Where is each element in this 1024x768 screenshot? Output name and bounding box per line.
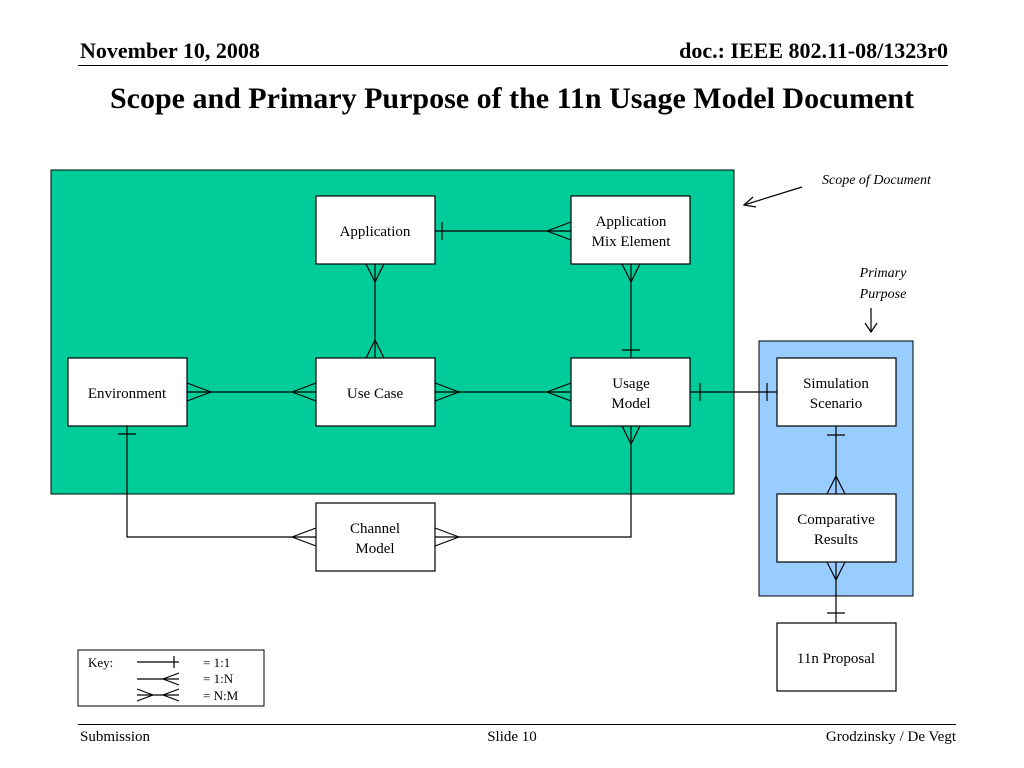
many-crowsfoot xyxy=(365,263,385,283)
proposal-label: 11n Proposal xyxy=(797,651,875,667)
key-many-to-many-text: = N:M xyxy=(203,688,239,703)
simulation-scenario-label-1: Simulation xyxy=(803,376,869,392)
key-one-to-many-text: = 1:N xyxy=(203,671,234,686)
usage-model-box xyxy=(570,357,691,427)
footer-submission: Submission xyxy=(80,729,151,745)
channel-model-box xyxy=(315,502,436,572)
link-environment-channel xyxy=(126,426,316,538)
entity-labels: Application Application Mix Element Envi… xyxy=(88,214,875,667)
many-crowsfoot xyxy=(826,561,846,581)
key-symbols xyxy=(136,656,180,702)
many-crowsfoot xyxy=(434,527,460,547)
many-crowsfoot xyxy=(621,263,641,283)
channel-model-label-2: Model xyxy=(355,541,394,557)
entity-boxes xyxy=(67,195,897,692)
many-crowsfoot xyxy=(826,475,846,495)
proposal-box xyxy=(776,622,897,692)
many-crowsfoot xyxy=(546,221,572,241)
use-case-label: Use Case xyxy=(347,386,404,402)
comparative-results-box xyxy=(776,493,897,563)
header-divider xyxy=(78,65,948,66)
link-usagemodel-channel xyxy=(435,426,632,538)
key-one-to-many-crowsfoot xyxy=(162,672,180,686)
scope-arrow-icon xyxy=(742,186,803,208)
header-doc-id: doc.: IEEE 802.11-08/1323r0 xyxy=(679,38,948,63)
many-crowsfoot xyxy=(291,527,317,547)
key-many-to-many-crowsfoot-right xyxy=(162,688,180,702)
many-crowsfoot xyxy=(291,382,317,402)
application-mix-element-box xyxy=(570,195,691,265)
simulation-scenario-label-2: Scenario xyxy=(810,396,862,412)
many-crowsfoot xyxy=(186,382,212,402)
use-case-box xyxy=(315,357,436,427)
primary-purpose-arrow-icon xyxy=(864,308,878,334)
comparative-results-label-1: Comparative xyxy=(797,512,875,528)
cardinality-marks xyxy=(118,221,846,614)
many-crowsfoot xyxy=(546,382,572,402)
application-label: Application xyxy=(340,224,411,240)
key-label: Key: xyxy=(88,655,113,670)
application-box xyxy=(315,195,436,265)
application-mix-element-label-1: Application xyxy=(596,214,667,230)
comparative-results-label-2: Results xyxy=(814,532,858,548)
usage-model-label-1: Usage xyxy=(612,376,650,392)
key-legend-box xyxy=(77,649,265,707)
scope-of-document-note: Scope of Document xyxy=(822,173,932,188)
environment-box xyxy=(67,357,188,427)
application-mix-element-label-2: Mix Element xyxy=(592,234,672,250)
header-date: November 10, 2008 xyxy=(80,38,260,63)
primary-purpose-note-2: Purpose xyxy=(859,287,907,302)
many-crowsfoot xyxy=(621,425,641,445)
slide-title: Scope and Primary Purpose of the 11n Usa… xyxy=(109,82,915,115)
simulation-scenario-box xyxy=(776,357,897,427)
many-crowsfoot xyxy=(365,339,385,359)
many-crowsfoot xyxy=(434,382,460,402)
environment-label: Environment xyxy=(88,386,167,402)
primary-purpose-note-1: Primary xyxy=(859,266,907,281)
key-many-to-many-crowsfoot-left xyxy=(136,688,154,702)
footer-slide-number: Slide 10 xyxy=(487,729,537,745)
channel-model-label-1: Channel xyxy=(350,521,400,537)
footer-authors: Grodzinsky / De Vegt xyxy=(825,729,956,745)
footer-divider xyxy=(78,724,956,725)
key-one-to-one-text: = 1:1 xyxy=(203,655,230,670)
usage-model-label-2: Model xyxy=(611,396,650,412)
